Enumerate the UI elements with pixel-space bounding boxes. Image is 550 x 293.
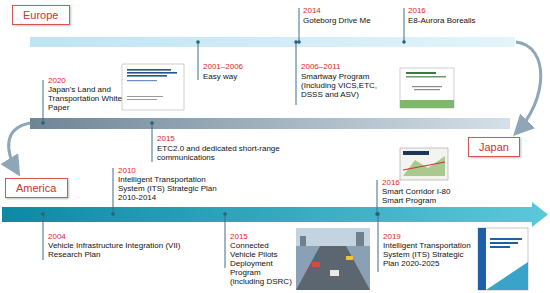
event-year: 2015: [157, 134, 217, 143]
region-name: Japan: [479, 140, 509, 154]
event-description: Connected Vehicle Pilots Deployment Prog…: [230, 241, 294, 286]
event-year: 2014: [303, 6, 363, 15]
region-label: Japan: [468, 137, 520, 157]
region-name: America: [16, 181, 56, 195]
event-description: Smart Corridor I-80 Smart Program: [382, 187, 464, 205]
event-description: Smartway Program (Including VICS,ETC, DS…: [301, 72, 396, 99]
europe-band: [30, 37, 515, 47]
i80-document: [400, 148, 448, 180]
flow-curve: [9, 123, 30, 173]
event-description: Japan's Land and Transportation White Pa…: [48, 85, 128, 112]
event-year: 2019: [383, 232, 443, 241]
america-band: [2, 202, 548, 227]
event-year: 2010: [118, 166, 178, 175]
event-year: 2015: [230, 232, 290, 241]
event-year: 2004: [48, 232, 108, 241]
region-name: Europe: [23, 8, 58, 22]
smartway-document: [400, 68, 454, 108]
event-year: 2016: [382, 178, 442, 187]
event-description: Vehicle Infrastructure Integration (VII)…: [48, 241, 213, 259]
tick-lines: [43, 8, 404, 272]
connected-vehicle-photo: [296, 228, 370, 290]
event-description: ETC2.0 and dedicated short-range communi…: [157, 144, 282, 162]
event-year: 2016: [408, 6, 468, 15]
region-label: Europe: [12, 5, 70, 25]
white-paper-document: [122, 64, 184, 110]
event-year: 2020: [48, 76, 108, 85]
flow-curve: [516, 42, 541, 133]
event-description: Goteborg Drive Me: [303, 16, 403, 25]
tick-dots: [41, 40, 406, 216]
event-description: Easy way: [203, 72, 283, 81]
event-description: E8-Aurora Borealis: [408, 16, 508, 25]
its-plan-document: [478, 228, 528, 290]
event-description: Intelligent Transportation System (ITS) …: [118, 175, 230, 202]
region-label: America: [5, 178, 68, 198]
event-year: 2006–2011: [301, 62, 361, 71]
japan-band: [30, 118, 510, 129]
event-year: 2001–2006: [203, 62, 263, 71]
event-description: Intelligent Transportation System (ITS) …: [383, 241, 473, 268]
